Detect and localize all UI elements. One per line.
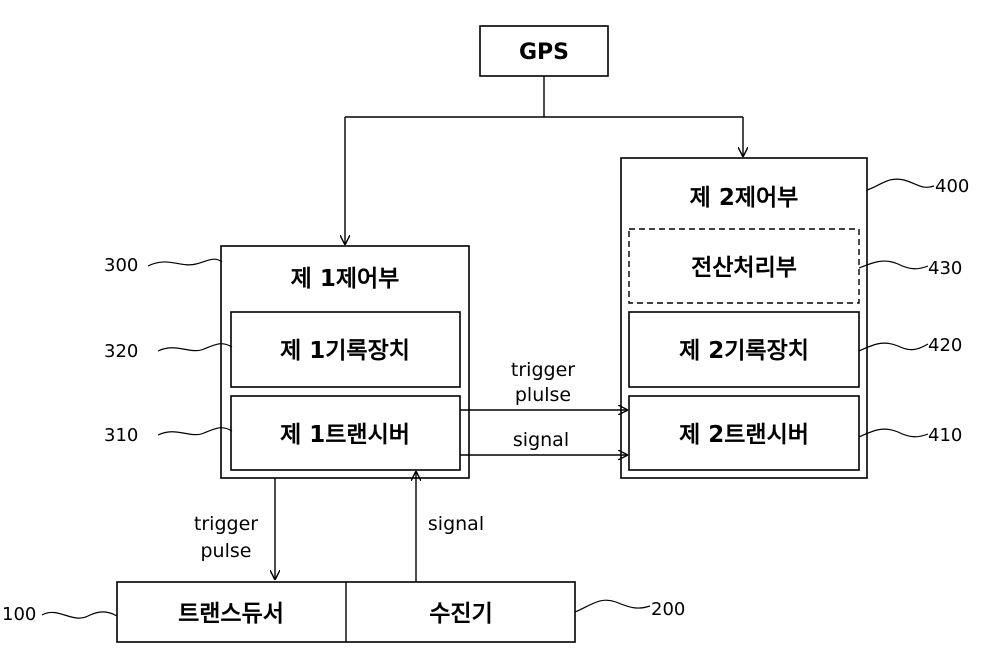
trx1-label: 제 1트랜시버 [280,422,410,448]
down-trigger-label-2: pulse [201,540,252,562]
ref-410: 410 [928,425,962,446]
ref-430: 430 [928,258,962,279]
ref-400: 400 [935,176,969,197]
ref-100: 100 [2,604,36,625]
ref-320: 320 [104,341,138,362]
proc-label: 전산처리부 [691,255,797,281]
ref-300: 300 [104,255,138,276]
rec1-label: 제 1기록장치 [280,338,410,364]
leader-200 [575,600,650,612]
leader-100 [42,612,117,618]
top-trigger-label-1: trigger [511,359,575,381]
top-signal-label: signal [513,429,569,451]
leader-410 [859,429,928,437]
ref-200: 200 [651,599,685,620]
up-signal-label: signal [428,513,484,535]
leader-430 [859,261,928,269]
leader-400 [867,179,934,190]
ctrl2-label: 제 2제어부 [690,185,799,211]
leader-420 [859,343,928,351]
top-trigger-label-2: plulse [515,384,571,406]
trx2-label: 제 2트랜시버 [679,422,809,448]
rec2-label: 제 2기록장치 [679,338,809,364]
down-trigger-label-1: trigger [194,513,258,535]
transducer-label: 트랜스듀서 [178,601,284,627]
receiver-label: 수진기 [429,601,492,627]
ctrl1-label: 제 1제어부 [291,266,400,292]
ref-420: 420 [928,335,962,356]
gps-label: GPS [519,40,569,65]
leader-300 [148,259,222,266]
ref-310: 310 [104,425,138,446]
